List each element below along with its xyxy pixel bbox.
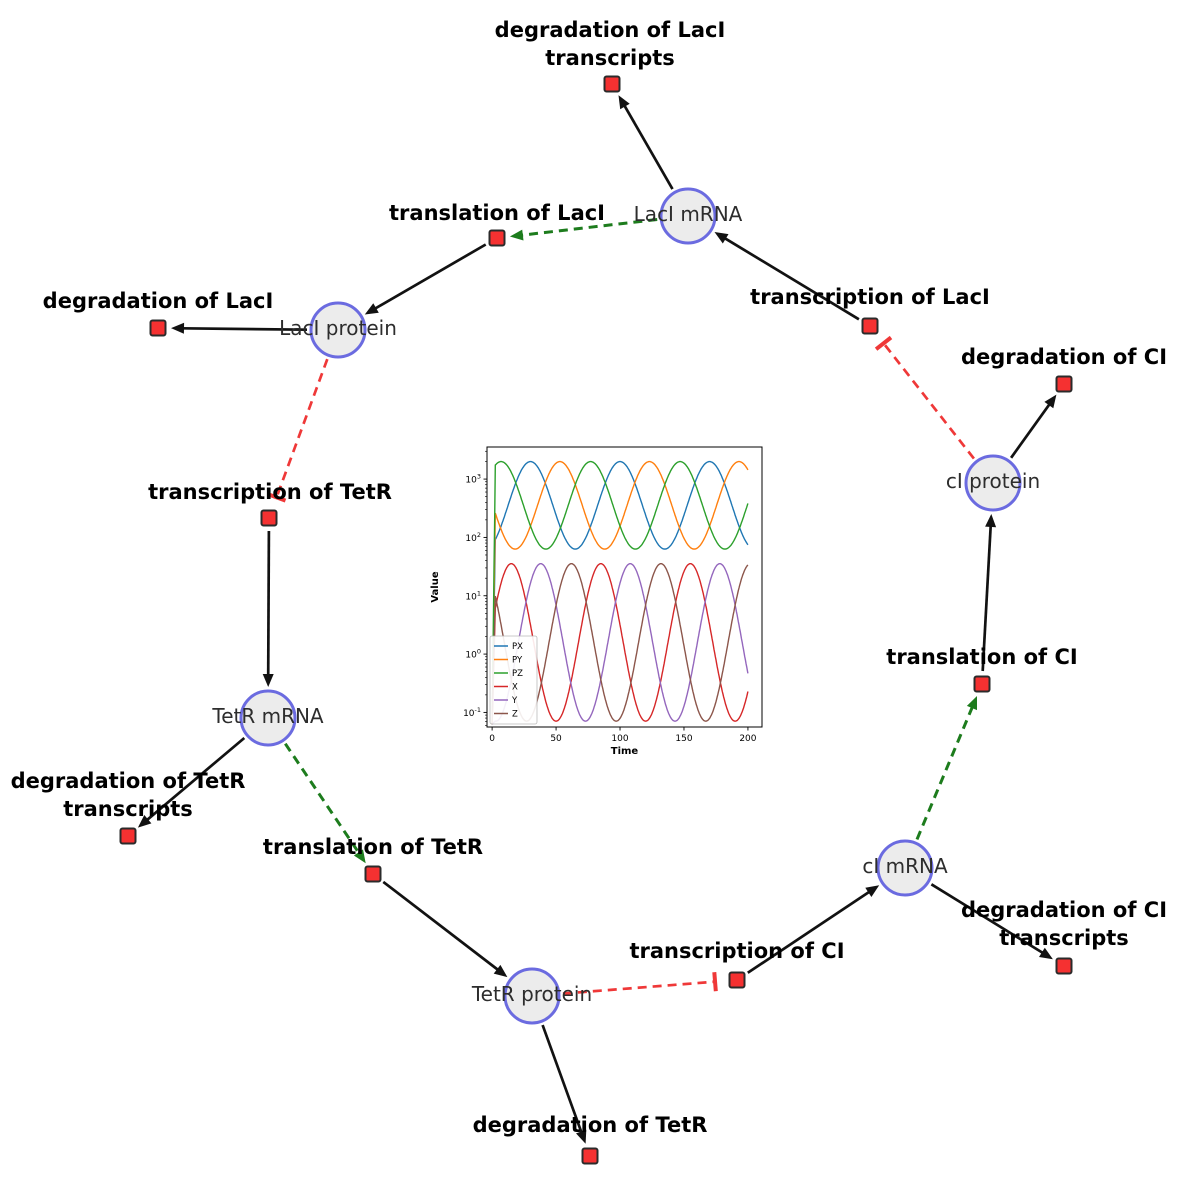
reaction-node-deg-ci-tx[interactable]: [1055, 957, 1073, 975]
legend-label-py: PY: [512, 656, 523, 666]
y-tick-label: 102: [465, 531, 481, 544]
reaction-label-transl-ci: translation of CI: [886, 645, 1078, 669]
series-line-px: [491, 460, 749, 725]
reaction-node-deg-ci[interactable]: [1055, 375, 1073, 393]
series-line-pz: [491, 460, 749, 725]
edge-txn-laci-to-laci-mrna: [714, 232, 860, 321]
species-label-tetr-protein: TetR protein: [471, 982, 593, 1006]
y-axis-label: Value: [430, 571, 441, 602]
y-tick-label: 103: [465, 473, 481, 486]
inhibition-tee-icon: [712, 972, 718, 992]
series-line-y: [491, 562, 749, 725]
reaction-label-txn-tetr: transcription of TetR: [148, 480, 392, 504]
edge-ci-mrna-to-transl-ci: [915, 696, 977, 840]
x-tick-label: 50: [550, 734, 562, 744]
species-node-tetr-mrna[interactable]: [239, 689, 297, 747]
edge-tetr-protein-to-deg-tetr: [541, 1024, 587, 1144]
reaction-label-txn-ci: transcription of CI: [629, 939, 845, 963]
edge-transl-laci-to-laci-protein: [364, 243, 487, 315]
arrowhead-icon: [985, 514, 997, 528]
edge-laci-mrna-to-transl-laci: [509, 218, 658, 241]
legend-label-z: Z: [512, 710, 518, 720]
arrowhead-icon: [966, 696, 977, 711]
edge-tetr-mrna-to-deg-tetr-tx: [137, 736, 246, 828]
edge-txn-tetr-to-tetr-mrna: [262, 530, 274, 687]
species-label-laci-protein: LacI protein: [279, 316, 397, 340]
chart-legend: PX PY PZ XYZ: [489, 635, 538, 725]
reaction-node-txn-ci[interactable]: [728, 971, 746, 989]
legend-label-y: Y: [511, 696, 518, 706]
reaction-node-deg-laci-tx[interactable]: [603, 75, 621, 93]
arrowhead-icon: [1039, 947, 1053, 960]
species-node-ci-mrna[interactable]: [876, 839, 934, 897]
reaction-label-transl-laci: translation of LacI: [389, 201, 605, 225]
arrowhead-icon: [714, 232, 729, 244]
arrowhead-icon: [1044, 394, 1057, 409]
x-tick-label: 150: [675, 734, 692, 744]
edge-laci-protein-to-txn-tetr: [267, 358, 329, 503]
edge-laci-protein-to-deg-laci: [171, 322, 308, 334]
species-label-laci-mrna: LacI mRNA: [633, 202, 743, 226]
arrowhead-icon: [353, 849, 366, 864]
x-axis-label: Time: [611, 746, 639, 757]
inhibition-tee-icon: [874, 335, 893, 351]
y-tick-label: 100: [465, 648, 481, 661]
species-label-ci-protein: cI protein: [945, 469, 1041, 493]
reaction-node-txn-tetr[interactable]: [260, 509, 278, 527]
arrowhead-icon: [509, 229, 524, 241]
species-node-laci-protein[interactable]: [309, 301, 367, 359]
arrowhead-icon: [618, 95, 630, 110]
reaction-node-deg-tetr[interactable]: [581, 1147, 599, 1165]
y-tick-label: 10-1: [463, 706, 481, 719]
arrowhead-icon: [137, 815, 152, 828]
reaction-label-deg-ci: degradation of CI: [960, 345, 1168, 369]
reaction-node-txn-laci[interactable]: [861, 317, 879, 335]
edge-txn-ci-to-ci-mrna: [747, 885, 880, 974]
edge-ci-protein-to-txn-laci: [874, 335, 975, 460]
edge-tetr-protein-to-txn-ci: [562, 972, 718, 995]
edge-transl-tetr-to-tetr-protein: [382, 880, 508, 978]
arrowhead-icon: [493, 964, 508, 978]
edge-laci-mrna-to-deg-laci-tx: [618, 95, 674, 190]
edge-ci-mrna-to-deg-ci-tx: [930, 883, 1053, 960]
legend-label-x: X: [512, 683, 518, 693]
x-tick-label: 200: [739, 734, 756, 744]
species-label-ci-mrna: cI mRNA: [862, 854, 948, 878]
species-label-tetr-mrna: TetR mRNA: [212, 704, 324, 728]
x-tick-label: 0: [489, 734, 495, 744]
edge-tetr-mrna-to-transl-tetr: [284, 742, 366, 864]
reaction-node-transl-ci[interactable]: [973, 675, 991, 693]
reaction-node-deg-tetr-tx[interactable]: [119, 827, 137, 845]
legend-label-px: PX: [512, 642, 523, 652]
reaction-label-txn-laci: transcription of LacI: [750, 285, 990, 309]
x-tick-label: 100: [611, 734, 628, 744]
arrowhead-icon: [171, 322, 185, 334]
inhibition-tee-icon: [267, 492, 287, 503]
reaction-node-transl-tetr[interactable]: [364, 865, 382, 883]
arrowhead-icon: [576, 1129, 587, 1144]
reaction-label-transl-tetr: translation of TetR: [262, 835, 484, 859]
species-node-tetr-protein[interactable]: [503, 967, 561, 1025]
edge-transl-ci-to-ci-protein: [981, 514, 997, 672]
reaction-label-deg-laci: degradation of LacI: [42, 289, 274, 313]
y-tick-label: 101: [465, 589, 481, 602]
reaction-label-deg-tetr: degradation of TetR: [472, 1113, 708, 1137]
legend-label-pz: PZ: [512, 669, 523, 679]
species-node-laci-mrna[interactable]: [659, 187, 717, 245]
arrowhead-icon: [262, 674, 274, 687]
reaction-node-deg-laci[interactable]: [149, 319, 167, 337]
arrowhead-icon: [865, 885, 880, 897]
species-node-ci-protein[interactable]: [964, 454, 1022, 512]
edge-ci-protein-to-deg-ci: [1010, 394, 1057, 459]
arrowhead-icon: [364, 303, 379, 315]
reaction-node-transl-laci[interactable]: [488, 229, 506, 247]
